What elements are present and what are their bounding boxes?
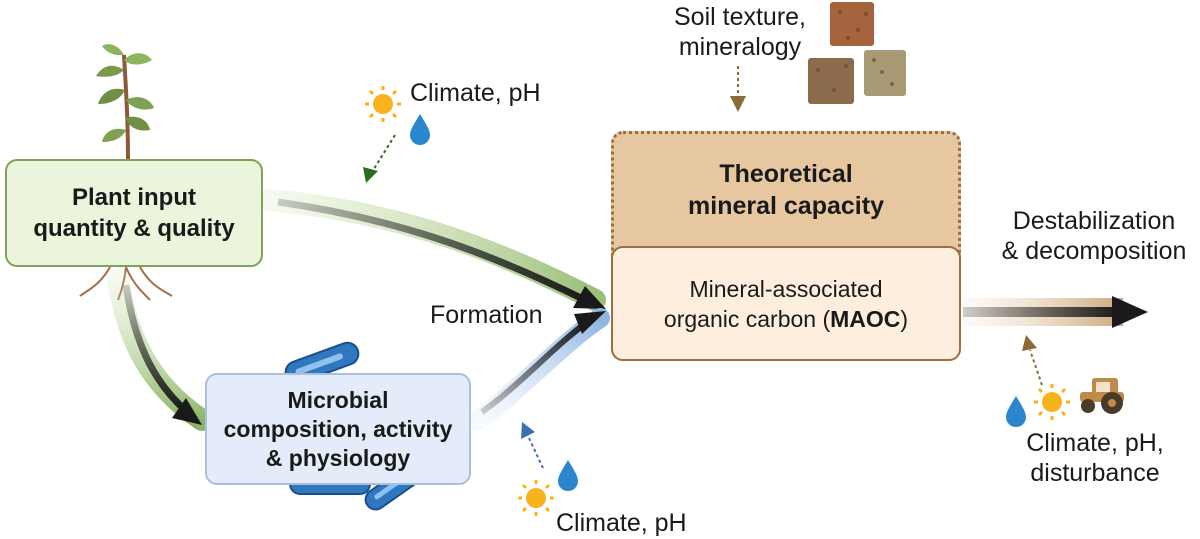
mineral-capacity-line-1: Theoretical [719,160,853,188]
water-drop-icon [558,460,578,491]
plant-input-box: Plant input quantity & quality [5,159,263,267]
soil-sample-icon [808,2,906,104]
maoc-line-1: Mineral-associated [689,275,883,302]
maoc-line-2: organic carbon (MAOC) [664,304,908,334]
mineral-capacity-line-2: mineral capacity [688,192,884,220]
sun-icon [365,86,401,122]
microbe-to-maoc-arrow [468,308,610,430]
microbial-line-2: composition, activity [223,415,453,442]
soil-arrow [730,66,746,112]
microbial-line-1: Microbial [287,386,389,413]
climate-top-arrow [363,134,396,183]
soil-texture-line-1: Soil texture, [673,3,806,31]
maoc-box: Mineral-associated organic carbon (MAOC) [611,246,961,361]
destabilization-arrow [963,296,1148,328]
sun-icon [1034,384,1070,420]
destabilization-line-1: Destabilization [1012,207,1176,235]
climate-disturbance-line-1: Climate, pH, [1026,429,1164,457]
water-drop-icon [1006,396,1026,427]
sun-icon [518,480,554,516]
climate-ph-bottom-label: Climate, pH [556,509,687,537]
climate-disturbance-line-2: disturbance [1030,459,1160,487]
plant-icon [79,44,173,301]
formation-label: Formation [430,301,543,329]
microbial-line-3: & physiology [265,444,411,471]
plant-to-microbe-arrow [107,269,213,431]
maoc-line-2-prefix: organic carbon ( [663,305,831,332]
microbial-box: Microbial composition, activity & physio… [205,373,471,485]
climate-ph-top-label: Climate, pH [410,79,541,107]
mineral-capacity-title: Theoretical mineral capacity [614,158,958,222]
plant-input-line-1: Plant input [72,184,196,211]
tractor-icon [1080,378,1124,414]
climate-bottom-arrow [521,422,544,469]
climate-right-arrow [1022,335,1043,386]
destabilization-label: Destabilization & decomposition [990,206,1198,266]
maoc-acronym: MAOC [830,305,901,332]
destabilization-line-2: & decomposition [1001,237,1187,265]
water-drop-icon [410,114,430,145]
soil-texture-line-2: mineralogy [678,33,802,61]
plant-to-maoc-arrow [257,189,606,311]
plant-input-line-2: quantity & quality [33,215,235,242]
maoc-line-2-suffix: ) [900,305,909,332]
climate-disturbance-label: Climate, pH, disturbance [1010,428,1180,488]
soil-texture-label: Soil texture, mineralogy [665,2,815,62]
